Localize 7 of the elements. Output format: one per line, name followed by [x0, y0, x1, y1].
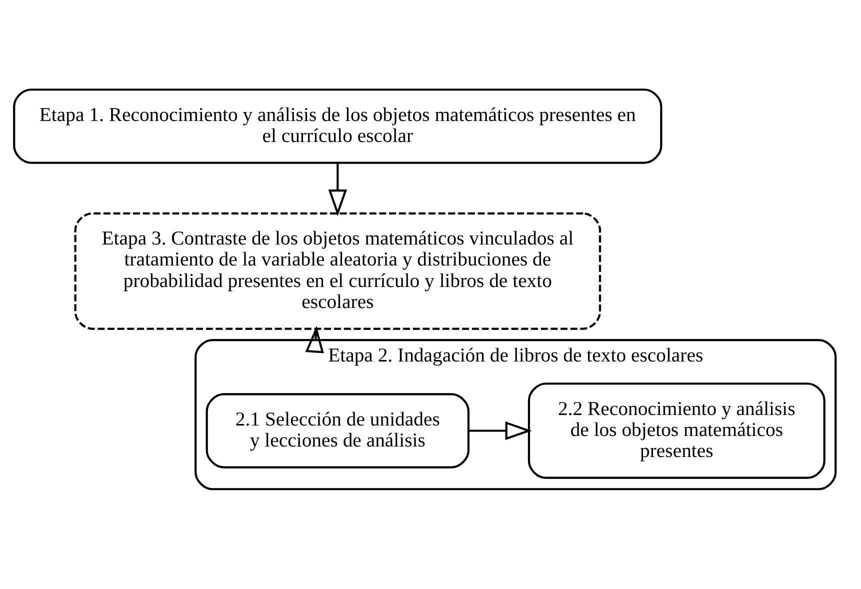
node-box: Etapa 1. Reconocimiento y análisis de los objetos matemáticos presentes en el currículo escolar [13, 88, 662, 164]
node-box: 2.2 Reconocimiento y análisis de los objetos matemáticos presentes [528, 382, 826, 478]
node-box: 2.1 Selección de unidades y lecciones de análisis [206, 392, 470, 468]
node-box: Etapa 3. Contraste de los objetos matemáticos vinculados al tratamiento de la variable aleatoria y distribuciones de probabilidad presentes en el currículo y libros de texto escolares [74, 212, 602, 330]
arrow [468, 420, 532, 440]
arrow [328, 162, 348, 216]
arrow [305, 325, 324, 353]
